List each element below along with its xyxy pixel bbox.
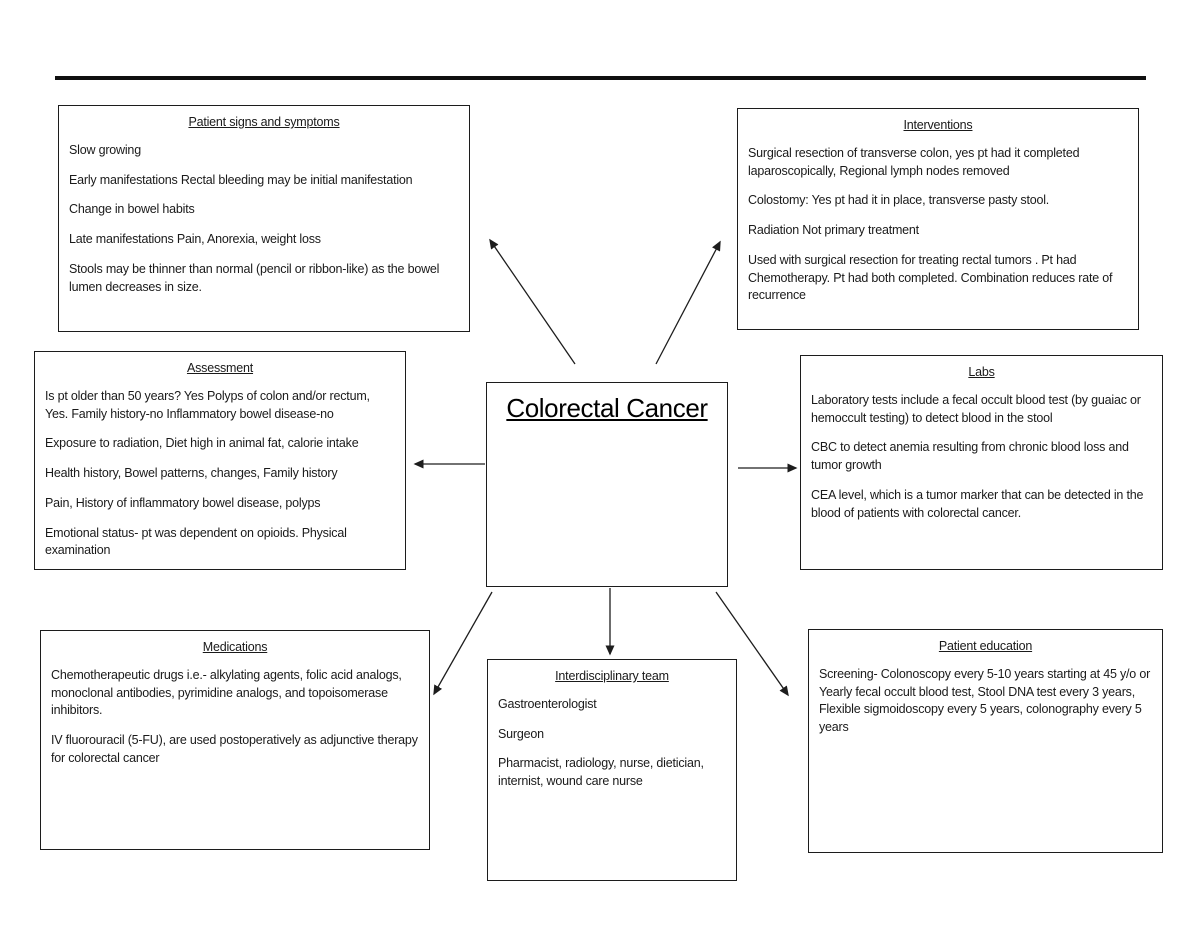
- interventions-title: Interventions: [903, 118, 973, 132]
- patient-education-box: Patient education Screening- Colonoscopy…: [808, 629, 1163, 853]
- patient-education-paragraph: Screening- Colonoscopy every 5-10 years …: [819, 666, 1151, 734]
- interventions-paragraph: Colostomy: Yes pt had it in place, trans…: [748, 193, 1050, 208]
- patient-signs-paragraph: Change in bowel habits: [69, 202, 195, 217]
- medications-title: Medications: [202, 640, 268, 654]
- medications-box: Medications Chemotherapeutic drugs i.e.-…: [40, 630, 430, 850]
- labs-paragraph: Laboratory tests include a fecal occult …: [811, 392, 1141, 425]
- interdisciplinary-team-paragraph: Pharmacist, radiology, nurse, dietician,…: [498, 756, 704, 788]
- interventions-box: Interventions Surgical resection of tran…: [737, 108, 1139, 330]
- interdisciplinary-team-paragraph: Surgeon: [498, 726, 544, 741]
- interventions-paragraph: Used with surgical resection for treatin…: [748, 252, 1113, 303]
- top-horizontal-rule: [55, 76, 1146, 80]
- interdisciplinary-team-box: Interdisciplinary team Gastroenterologis…: [487, 659, 737, 881]
- arrow-to-medications: [433, 591, 493, 696]
- assessment-title: Assessment: [186, 361, 254, 375]
- assessment-box: Assessment Is pt older than 50 years? Ye…: [34, 351, 406, 570]
- patient-signs-paragraph: Early manifestations Rectal bleeding may…: [69, 172, 413, 187]
- interdisciplinary-team-paragraph: Gastroenterologist: [498, 696, 597, 711]
- labs-paragraph: CBC to detect anemia resulting from chro…: [811, 440, 1129, 472]
- medications-paragraph: Chemotherapeutic drugs i.e.- alkylating …: [51, 667, 402, 718]
- assessment-paragraph: Exposure to radiation, Diet high in anim…: [45, 436, 359, 451]
- patient-signs-paragraph: Late manifestations Pain, Anorexia, weig…: [69, 232, 321, 246]
- medications-paragraph: IV fluorouracil (5-FU), are used postope…: [51, 733, 418, 765]
- central-topic-title: Colorectal Cancer: [506, 393, 708, 423]
- patient-signs-paragraph: Slow growing: [69, 142, 141, 157]
- interventions-paragraph: Radiation Not primary treatment: [748, 223, 919, 237]
- interdisciplinary-team-title: Interdisciplinary team: [555, 669, 669, 683]
- labs-box: Labs Laboratory tests include a fecal oc…: [800, 355, 1163, 570]
- patient-signs-title: Patient signs and symptoms: [188, 115, 340, 129]
- arrow-to-interventions: [655, 240, 721, 365]
- patient-education-title: Patient education: [938, 639, 1033, 653]
- assessment-paragraph: Pain, History of inflammatory bowel dise…: [45, 495, 321, 510]
- arrow-to-patient-signs: [489, 238, 576, 365]
- assessment-paragraph: Emotional status- pt was dependent on op…: [45, 525, 347, 558]
- labs-paragraph: CEA level, which is a tumor marker that …: [811, 487, 1144, 520]
- labs-title: Labs: [968, 365, 995, 379]
- interventions-paragraph: Surgical resection of transverse colon, …: [748, 145, 1080, 178]
- assessment-paragraph: Is pt older than 50 years? Yes Polyps of…: [45, 388, 370, 421]
- patient-signs-paragraph: Stools may be thinner than normal (penci…: [69, 261, 440, 294]
- central-topic-box: Colorectal Cancer: [486, 382, 728, 587]
- assessment-paragraph: Health history, Bowel patterns, changes,…: [45, 466, 338, 480]
- patient-signs-box: Patient signs and symptoms Slow growing …: [58, 105, 470, 332]
